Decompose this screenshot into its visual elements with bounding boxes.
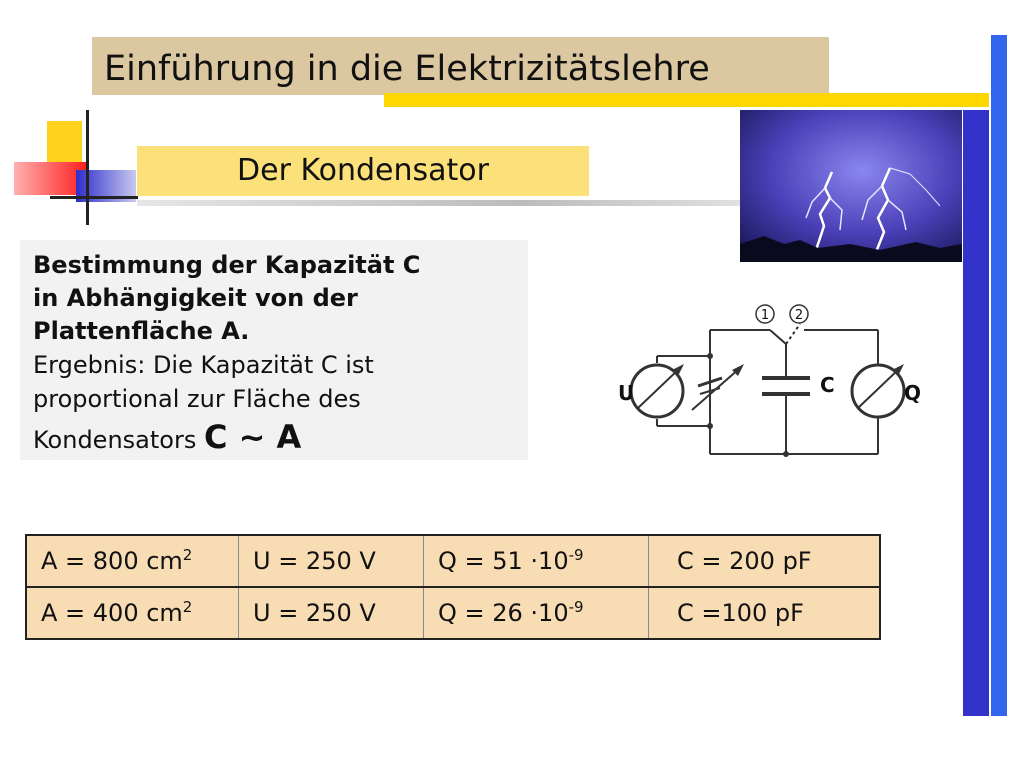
capacitor-icon [762, 376, 810, 396]
blue-bar [963, 110, 989, 716]
deco-block-red [14, 162, 86, 195]
switch-label: 1 [761, 308, 769, 323]
variable-source-icon [691, 364, 744, 411]
table-cell-area: A = 400 cm2 [25, 586, 239, 640]
blue-bar-outer [991, 35, 1007, 716]
table-cell-area: A = 800 cm2 [25, 534, 239, 588]
deco-block-yellow [47, 121, 82, 168]
junction-dot [707, 353, 713, 359]
table-cell-voltage: U = 250 V [238, 586, 424, 640]
lightning-image [740, 110, 962, 262]
deco-line-vertical [86, 110, 89, 225]
junction-dot [783, 451, 789, 457]
table-cell-capacity: C = 200 pF [648, 534, 881, 588]
measurement-table: A = 800 cm2 U = 250 V Q = 51 ⋅10-9 C = 2… [25, 534, 881, 640]
deco-line-horizontal [50, 196, 138, 199]
table-cell-capacity: C =100 pF [648, 586, 881, 640]
switch-position-marker [755, 304, 775, 324]
description-line: in Abhängigkeit von der [33, 284, 358, 312]
title-bar [92, 37, 829, 95]
table-row: A = 400 cm2 U = 250 V Q = 26 ⋅10-9 C =10… [25, 586, 881, 640]
description-line: Bestimmung der Kapazität C [33, 251, 421, 279]
table-cell-charge: Q = 26 ⋅10-9 [423, 586, 649, 640]
switch-lever [769, 329, 787, 345]
result-text: Kondensators [33, 426, 197, 454]
charge-meter-icon [850, 363, 906, 419]
description-box [20, 240, 528, 460]
circuit-diagram: 1 2 U C Q [618, 304, 921, 457]
label-u: U [618, 381, 634, 405]
switch-position-marker [789, 304, 809, 324]
switch-lever [785, 323, 801, 345]
result-line: Kondensators C ~ A [33, 420, 301, 457]
result-line: proportional zur Fläche des [33, 385, 361, 413]
subtitle: Der Kondensator [237, 153, 489, 188]
description-line: Plattenfläche A. [33, 317, 250, 345]
table-row: A = 800 cm2 U = 250 V Q = 51 ⋅10-9 C = 2… [25, 534, 881, 588]
page-title: Einführung in die Elektrizitätslehre [104, 49, 710, 89]
switch-label: 2 [795, 308, 803, 323]
subtitle-bar [137, 146, 589, 196]
table-cell-charge: Q = 51 ⋅10-9 [423, 534, 649, 588]
junction-dot [707, 423, 713, 429]
title-underline [384, 93, 989, 107]
label-c: C [820, 373, 835, 397]
label-q: Q [904, 381, 921, 405]
formula: C ~ A [203, 418, 302, 456]
table-cell-voltage: U = 250 V [238, 534, 424, 588]
result-line: Ergebnis: Die Kapazität C ist [33, 351, 374, 379]
divider [137, 200, 777, 206]
